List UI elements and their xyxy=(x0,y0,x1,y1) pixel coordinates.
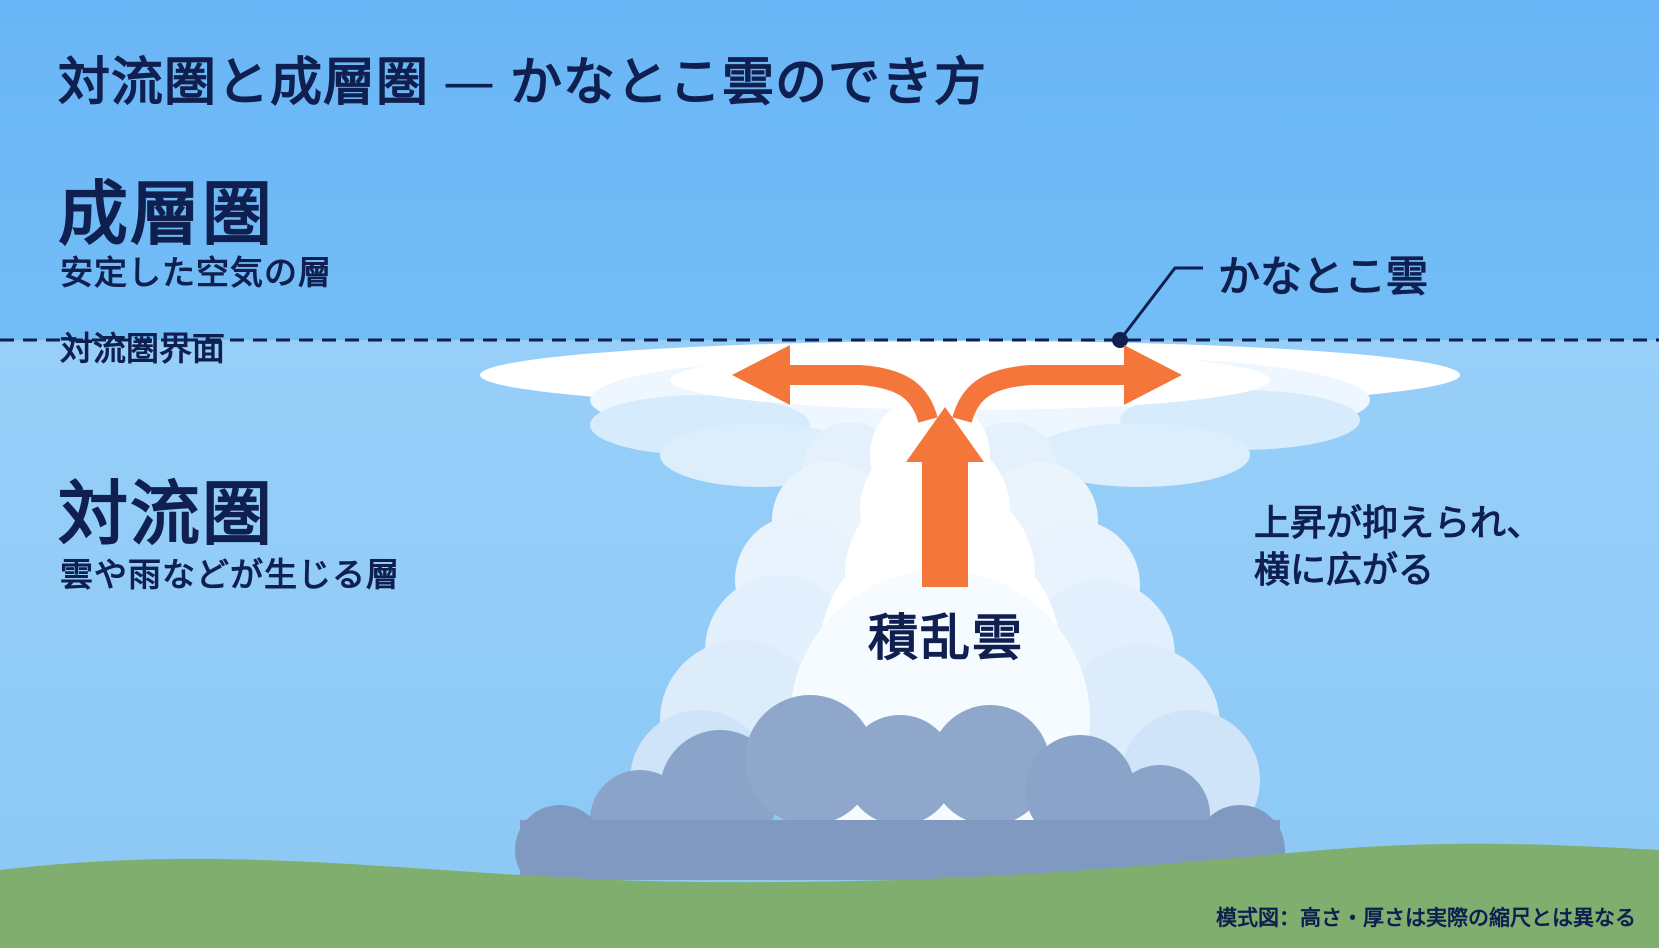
troposphere-name: 対流圏 xyxy=(58,473,274,555)
spread-note: 上昇が抑えられ、 横に広がる xyxy=(1254,500,1584,594)
title-main: 対流圏と成層圏 xyxy=(58,53,430,113)
outflow-left-arrow-icon xyxy=(732,345,938,424)
troposphere-description: 雲や雨などが生じる層 xyxy=(60,555,400,594)
leader-dot-icon xyxy=(1112,332,1128,348)
cloud-base xyxy=(515,695,1285,895)
updraft-arrow-icon xyxy=(906,407,984,587)
cumulonimbus-label: 積乱雲 xyxy=(868,609,1024,667)
title-separator: — xyxy=(443,53,497,113)
stratosphere-description: 安定した空気の層 xyxy=(60,253,332,292)
diagram-title: 対流圏と成層圏—かなとこ雲のでき方 xyxy=(58,40,987,115)
spread-note-line1: 上昇が抑えられ、 xyxy=(1254,503,1543,544)
tropopause-label: 対流圏界面 xyxy=(60,329,225,368)
stratosphere-name: 成層圏 xyxy=(58,173,274,255)
spread-note-line2: 横に広がる xyxy=(1254,550,1435,591)
anvil-leader-line xyxy=(1118,266,1203,341)
scale-footnote: 模式図：高さ・厚さは実際の縮尺とは異なる xyxy=(1216,906,1636,930)
ground-hills xyxy=(0,843,1659,948)
anvil-cloud-label: かなとこ雲 xyxy=(1218,252,1429,301)
stratosphere-sky xyxy=(0,0,1659,340)
outflow-right-arrow-icon xyxy=(952,345,1182,424)
title-sub: かなとこ雲のでき方 xyxy=(510,53,988,113)
